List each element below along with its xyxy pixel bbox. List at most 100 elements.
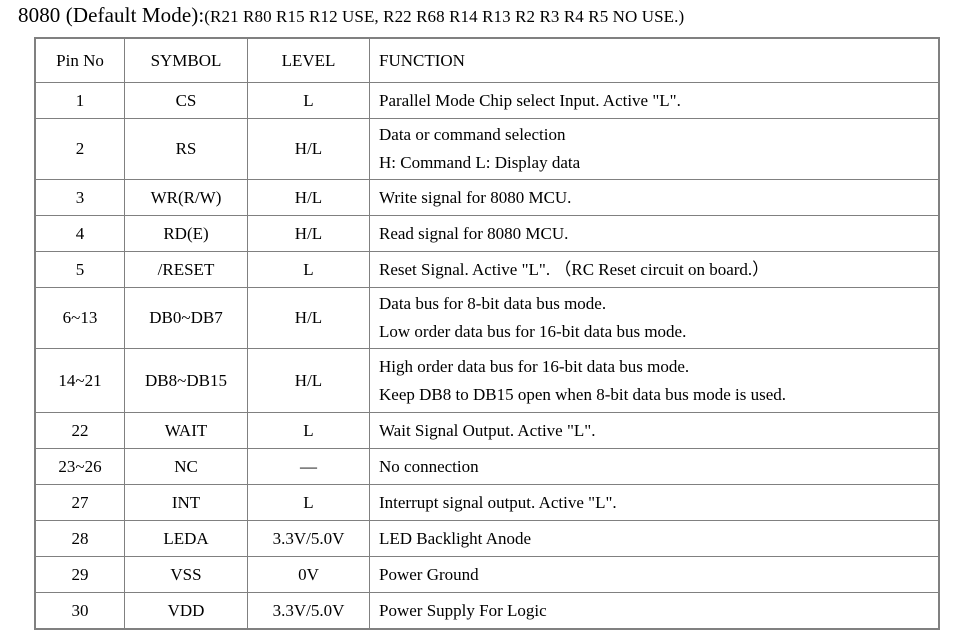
function-text-block: No connection bbox=[379, 453, 938, 481]
table-row: 29 VSS 0V Power Ground bbox=[34, 556, 940, 593]
function-line: No connection bbox=[379, 456, 479, 476]
cell-level: 0V bbox=[247, 556, 370, 593]
cell-symbol: INT bbox=[124, 484, 248, 521]
table-row: 5 /RESET L Reset Signal. Active "L". （RC… bbox=[34, 251, 940, 288]
cell-pin-no: 3 bbox=[34, 179, 125, 216]
cell-symbol: WAIT bbox=[124, 412, 248, 449]
function-line: Write signal for 8080 MCU. bbox=[379, 187, 572, 207]
table-row: 3 WR(R/W) H/L Write signal for 8080 MCU. bbox=[34, 179, 940, 216]
function-line: Wait Signal Output. Active "L". bbox=[379, 420, 596, 440]
section-title-main: 8080 (Default Mode): bbox=[18, 3, 205, 27]
function-text-block: Interrupt signal output. Active "L". bbox=[379, 489, 938, 517]
function-text-block: Power Supply For Logic bbox=[379, 597, 938, 625]
cell-level: L bbox=[247, 484, 370, 521]
table-row: 30 VDD 3.3V/5.0V Power Supply For Logic bbox=[34, 592, 940, 630]
cell-symbol: CS bbox=[124, 82, 248, 119]
cell-function: Read signal for 8080 MCU. bbox=[369, 215, 940, 252]
table-row: 22 WAIT L Wait Signal Output. Active "L"… bbox=[34, 412, 940, 449]
table-body: 1 CS L Parallel Mode Chip select Input. … bbox=[34, 82, 940, 630]
function-text-block: Power Ground bbox=[379, 561, 938, 589]
cell-function: Parallel Mode Chip select Input. Active … bbox=[369, 82, 940, 119]
table-row: 23~26 NC — No connection bbox=[34, 448, 940, 485]
function-text-block: Data bus for 8-bit data bus mode. Low or… bbox=[379, 290, 938, 346]
cell-level: H/L bbox=[247, 118, 370, 180]
table-row: 28 LEDA 3.3V/5.0V LED Backlight Anode bbox=[34, 520, 940, 557]
function-text-block: Reset Signal. Active "L". （RC Reset circ… bbox=[379, 256, 938, 284]
cell-function: No connection bbox=[369, 448, 940, 485]
cell-symbol: DB8~DB15 bbox=[124, 348, 248, 413]
cell-level: H/L bbox=[247, 287, 370, 349]
cell-pin-no: 6~13 bbox=[34, 287, 125, 349]
cell-level: L bbox=[247, 412, 370, 449]
table-row: 1 CS L Parallel Mode Chip select Input. … bbox=[34, 82, 940, 119]
cell-function: Wait Signal Output. Active "L". bbox=[369, 412, 940, 449]
cell-pin-no: 14~21 bbox=[34, 348, 125, 413]
cell-function: Data or command selection H: Command L: … bbox=[369, 118, 940, 180]
cell-level: L bbox=[247, 82, 370, 119]
cell-pin-no: 27 bbox=[34, 484, 125, 521]
cell-symbol: VDD bbox=[124, 592, 248, 630]
cell-symbol: VSS bbox=[124, 556, 248, 593]
function-line: Data bus for 8-bit data bus mode. bbox=[379, 294, 607, 313]
cell-level: 3.3V/5.0V bbox=[247, 592, 370, 630]
function-line: Reset Signal. Active "L". （RC Reset circ… bbox=[379, 259, 770, 279]
function-text-block: Data or command selection H: Command L: … bbox=[379, 121, 938, 177]
function-line: H: Command L: Display data bbox=[379, 153, 581, 172]
section-title-note: (R21 R80 R15 R12 USE, R22 R68 R14 R13 R2… bbox=[204, 7, 685, 26]
function-text-block: Wait Signal Output. Active "L". bbox=[379, 417, 938, 445]
section-title: 8080 (Default Mode):(R21 R80 R15 R12 USE… bbox=[18, 2, 684, 31]
function-line: Low order data bus for 16-bit data bus m… bbox=[379, 322, 687, 341]
header-cell-pin-no: Pin No bbox=[34, 37, 125, 83]
cell-level: 3.3V/5.0V bbox=[247, 520, 370, 557]
cell-pin-no: 1 bbox=[34, 82, 125, 119]
table-row: 2 RS H/L Data or command selection H: Co… bbox=[34, 118, 940, 180]
pin-description-table: Pin No SYMBOL LEVEL FUNCTION 1 CS L Para… bbox=[34, 37, 940, 630]
cell-pin-no: 2 bbox=[34, 118, 125, 180]
cell-level: L bbox=[247, 251, 370, 288]
cell-symbol: /RESET bbox=[124, 251, 248, 288]
function-line: Interrupt signal output. Active "L". bbox=[379, 492, 617, 512]
cell-function: High order data bus for 16-bit data bus … bbox=[369, 348, 940, 413]
table-header-row: Pin No SYMBOL LEVEL FUNCTION bbox=[34, 37, 940, 83]
cell-level: H/L bbox=[247, 215, 370, 252]
cell-pin-no: 28 bbox=[34, 520, 125, 557]
function-line: Power Supply For Logic bbox=[379, 600, 547, 620]
cell-function: Power Ground bbox=[369, 556, 940, 593]
cell-level: — bbox=[247, 448, 370, 485]
function-line: Keep DB8 to DB15 open when 8-bit data bu… bbox=[379, 384, 786, 404]
function-line: High order data bus for 16-bit data bus … bbox=[379, 356, 690, 376]
cell-pin-no: 5 bbox=[34, 251, 125, 288]
header-cell-symbol: SYMBOL bbox=[124, 37, 248, 83]
function-text-block: High order data bus for 16-bit data bus … bbox=[379, 353, 938, 409]
function-line: Parallel Mode Chip select Input. Active … bbox=[379, 90, 681, 110]
cell-level: H/L bbox=[247, 348, 370, 413]
table-header: Pin No SYMBOL LEVEL FUNCTION bbox=[34, 37, 940, 83]
cell-function: Write signal for 8080 MCU. bbox=[369, 179, 940, 216]
cell-symbol: NC bbox=[124, 448, 248, 485]
function-line: LED Backlight Anode bbox=[379, 528, 532, 548]
cell-symbol: RS bbox=[124, 118, 248, 180]
cell-pin-no: 22 bbox=[34, 412, 125, 449]
cell-pin-no: 30 bbox=[34, 592, 125, 630]
function-text-block: Write signal for 8080 MCU. bbox=[379, 184, 938, 212]
cell-function: Data bus for 8-bit data bus mode. Low or… bbox=[369, 287, 940, 349]
cell-function: Power Supply For Logic bbox=[369, 592, 940, 630]
header-cell-function: FUNCTION bbox=[369, 37, 940, 83]
header-cell-level: LEVEL bbox=[247, 37, 370, 83]
function-line: Read signal for 8080 MCU. bbox=[379, 223, 569, 243]
cell-function: Interrupt signal output. Active "L". bbox=[369, 484, 940, 521]
function-line: Data or command selection bbox=[379, 125, 566, 144]
cell-pin-no: 23~26 bbox=[34, 448, 125, 485]
cell-symbol: RD(E) bbox=[124, 215, 248, 252]
cell-pin-no: 29 bbox=[34, 556, 125, 593]
cell-symbol: WR(R/W) bbox=[124, 179, 248, 216]
cell-function: Reset Signal. Active "L". （RC Reset circ… bbox=[369, 251, 940, 288]
cell-symbol: LEDA bbox=[124, 520, 248, 557]
function-text-block: LED Backlight Anode bbox=[379, 525, 938, 553]
function-text-block: Read signal for 8080 MCU. bbox=[379, 220, 938, 248]
cell-level: H/L bbox=[247, 179, 370, 216]
function-line: Power Ground bbox=[379, 564, 479, 584]
table-row: 27 INT L Interrupt signal output. Active… bbox=[34, 484, 940, 521]
cell-symbol: DB0~DB7 bbox=[124, 287, 248, 349]
